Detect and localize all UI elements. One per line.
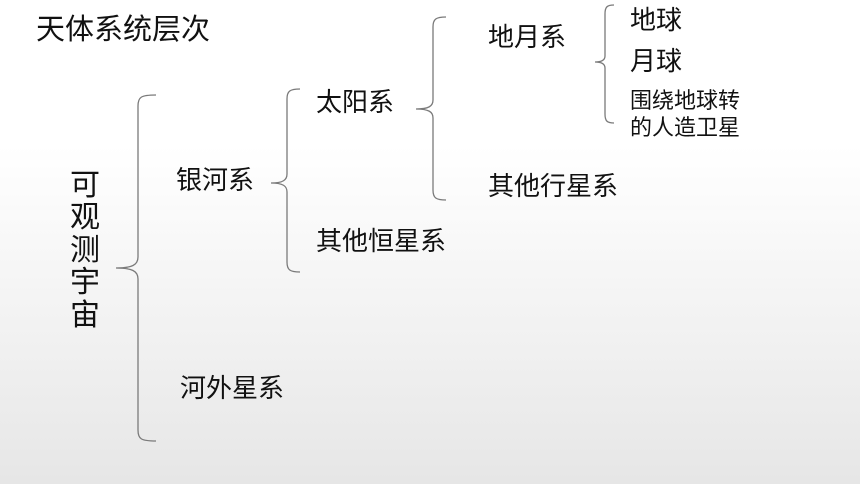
bracket-earth-moon	[594, 4, 615, 124]
node-moon: 月球	[630, 47, 683, 77]
node-observable-universe: 可观测宇宙	[70, 168, 100, 333]
node-satellites-line2: 的人造卫星	[630, 116, 741, 141]
bracket-milky-way	[270, 88, 301, 273]
bracket-universe	[115, 94, 157, 442]
node-solar-system: 太阳系	[316, 88, 395, 118]
node-satellites-line1: 围绕地球转	[630, 89, 741, 114]
node-earth-moon-system: 地月系	[488, 23, 567, 53]
node-earth: 地球	[630, 6, 683, 36]
node-milky-way: 银河系	[176, 166, 255, 196]
node-other-star-systems: 其他恒星系	[316, 227, 447, 257]
node-extragalactic: 河外星系	[180, 374, 285, 404]
node-other-planet-systems: 其他行星系	[488, 172, 619, 202]
page-title: 天体系统层次	[36, 12, 211, 46]
bracket-solar-system	[415, 16, 447, 201]
